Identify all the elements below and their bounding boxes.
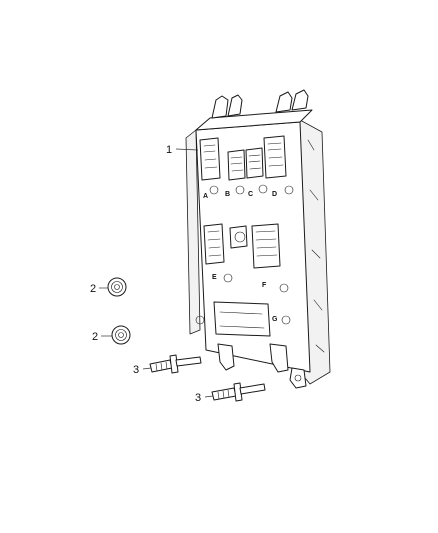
connector-label-c: C [248,191,253,198]
stud-upper [149,354,202,374]
connector-label-a: A [203,193,208,200]
callout-1: 1 [166,144,172,156]
connector-d [263,135,287,179]
connector-e [203,223,225,265]
nut-upper [107,277,127,297]
callout-2-lower: 2 [92,331,98,343]
connector-label-b: B [225,191,230,198]
body-control-module [185,89,331,389]
stud-lower [211,382,266,402]
connector-label-d: D [272,191,277,198]
connector-c [245,147,264,179]
connector-a [199,137,221,181]
connector-b [227,149,246,181]
connector-f [251,223,281,269]
connector-label-e: E [212,274,217,281]
connector-g [213,301,271,337]
connector-label-f: F [262,282,267,289]
callout-3-upper: 3 [133,364,139,376]
callout-3-lower: 3 [195,392,201,404]
callout-2-upper: 2 [90,283,96,295]
connector-label-g: G [272,316,278,323]
nut-lower [111,325,131,345]
